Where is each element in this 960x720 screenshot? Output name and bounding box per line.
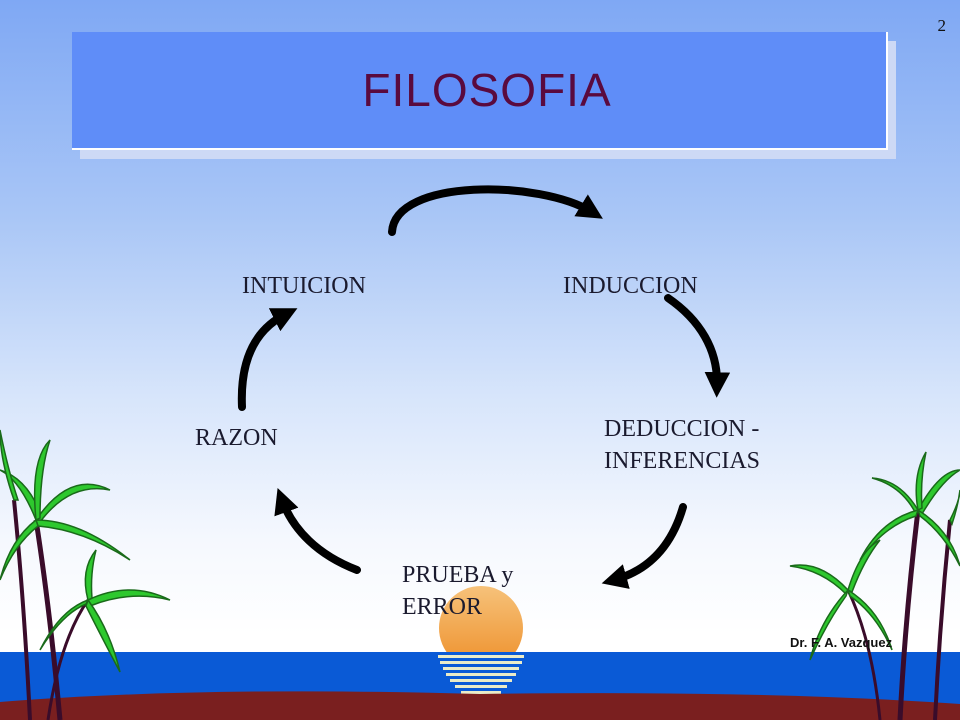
sun-icon [439,586,523,670]
arrow-induccion-to-deduccion [664,294,731,398]
arrow-intuicion-to-induccion [388,185,603,236]
arrow-prueba-to-razon [274,487,361,574]
slide-number: 2 [937,16,947,35]
node-razon: RAZON [195,425,278,451]
node-prueba: PRUEBA y ERROR [402,562,514,620]
author-credit: Dr. F. A. Vazquez [790,635,893,650]
palm-tree-icon [0,429,171,720]
arrow-razon-to-intuicion [237,308,298,411]
node-induccion: INDUCCION [563,273,698,299]
node-deduccion: DEDUCCION - INFERENCIAS [604,416,761,474]
node-intuicion: INTUICION [242,273,366,299]
title-box: FILOSOFIA [72,32,888,150]
palm-tree-icon [789,451,960,720]
arrow-deduccion-to-prueba [601,503,687,589]
slide-title: FILOSOFIA [362,64,612,116]
